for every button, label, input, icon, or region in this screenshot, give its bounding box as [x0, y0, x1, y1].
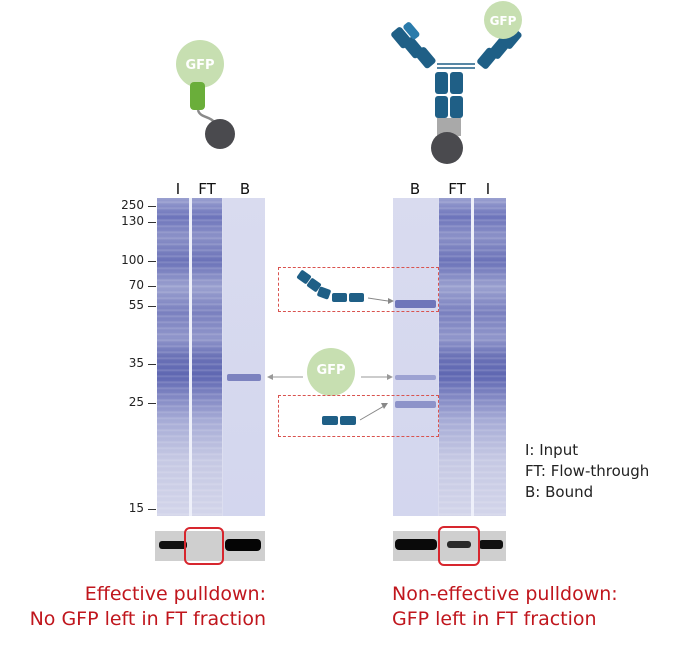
left-caption-line1: Effective pulldown:: [84, 583, 266, 605]
linker-line: [196, 109, 216, 123]
right-caption-line2: GFP left in FT fraction: [392, 608, 597, 630]
right-western-blot: [393, 531, 506, 561]
antibody-fc-linker: [437, 118, 461, 136]
bead: [431, 132, 463, 164]
antibody-stem: [435, 72, 463, 118]
mw-marker: 100: [121, 253, 144, 267]
green-nanobody: [190, 82, 205, 110]
light-chain-diagram: [322, 403, 388, 425]
right-caption-line1: Non-effective pulldown:: [392, 583, 618, 605]
left-lane-label-input: I: [175, 180, 181, 198]
light-chain-band: [395, 401, 436, 408]
left-gel-lane-input: [157, 198, 189, 516]
right-gel: [393, 198, 506, 516]
legend-bound: B: Bound: [525, 483, 594, 501]
antibody-construct-diagram: GFP: [391, 1, 522, 164]
right-gel-lane-flowthrough: [439, 198, 471, 516]
blot-band: [225, 539, 261, 551]
left-gel-lane-bound: [223, 198, 265, 516]
mw-marker: 250: [121, 198, 144, 212]
light-chain-highlight-box: [278, 395, 439, 437]
left-ft-highlight-box: [184, 527, 224, 565]
legend: I: Input FT: Flow-through B: Bound: [525, 440, 649, 503]
heavy-chain-highlight-box: [278, 267, 439, 312]
legend-input: I: Input: [525, 441, 579, 459]
gfp-circle-label-left: GFP: [185, 58, 214, 73]
mw-marker: 15: [128, 501, 144, 515]
center-gfp-circle: [307, 348, 355, 396]
blot-band: [159, 541, 187, 549]
left-gel: [157, 198, 265, 516]
gfp-circle: [484, 1, 522, 39]
gfp-circle-label-right: GFP: [490, 14, 517, 28]
right-lane-label-flowthrough: FT: [448, 180, 466, 198]
left-caption-line2: No GFP left in FT fraction: [29, 608, 266, 630]
heavy-chain-diagram: [297, 270, 394, 304]
gfp-band: [395, 375, 436, 380]
left-western-blot: [155, 531, 265, 561]
bead: [205, 119, 235, 149]
blot-band: [395, 539, 437, 550]
right-caption: Non-effective pulldown: GFP left in FT f…: [392, 582, 672, 632]
mw-marker: 70: [128, 278, 144, 292]
blot-band: [447, 541, 471, 548]
mw-marker: 35: [128, 356, 144, 370]
left-caption: Effective pulldown: No GFP left in FT fr…: [0, 582, 266, 632]
antibody-left-arm: [391, 22, 436, 69]
center-gfp-label: GFP: [316, 363, 346, 378]
antibody-hinge: [437, 63, 475, 69]
right-lane-label-input: I: [485, 180, 491, 198]
blot-band: [479, 540, 503, 549]
mw-marker: 25: [128, 395, 144, 409]
right-ft-highlight-box: [438, 526, 480, 566]
gfp-circle: [176, 40, 224, 88]
right-lane-label-bound: B: [409, 180, 421, 198]
right-gel-lane-bound: [393, 198, 438, 516]
left-gel-lane-flowthrough: [192, 198, 222, 516]
gfp-arrows: [267, 374, 393, 380]
mw-marker: 55: [128, 298, 144, 312]
heavy-chain-band: [395, 300, 436, 308]
left-lane-label-bound: B: [239, 180, 251, 198]
legend-flowthrough: FT: Flow-through: [525, 462, 650, 480]
left-lane-label-flowthrough: FT: [198, 180, 216, 198]
gfp-band: [227, 374, 261, 381]
right-gel-lane-input: [474, 198, 506, 516]
gfp-trap-construct-diagram: GFP: [176, 40, 235, 149]
mw-marker: 130: [121, 214, 144, 228]
